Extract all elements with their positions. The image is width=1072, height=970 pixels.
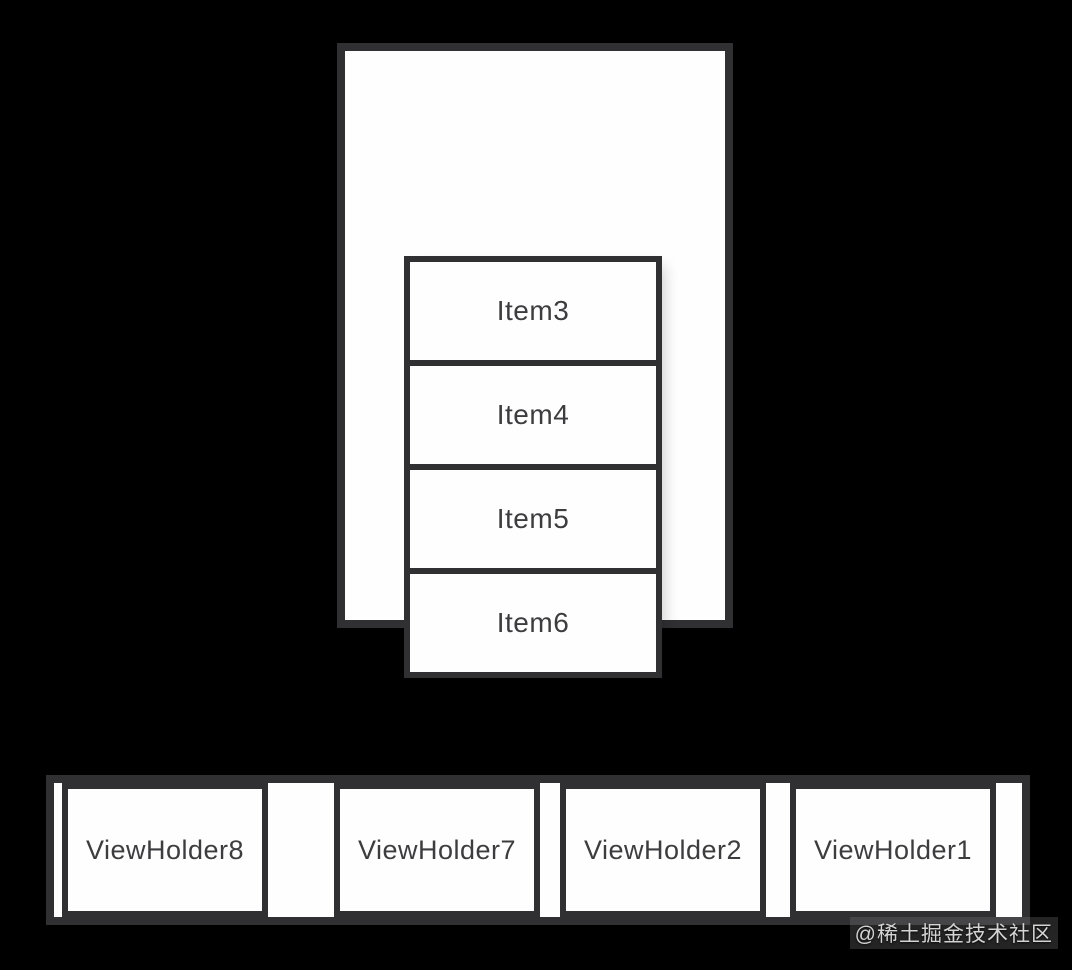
watermark: @稀土掘金技术社区 — [849, 917, 1058, 949]
list-item-5: Item5 — [410, 464, 656, 568]
list-item-6: Item6 — [410, 568, 656, 672]
viewholder-box-2: ViewHolder2 — [560, 783, 766, 917]
viewholder-label: ViewHolder1 — [813, 834, 973, 865]
list-item-label: Item5 — [496, 503, 570, 534]
list-item-label: Item4 — [496, 399, 570, 430]
list-item-4: Item4 — [410, 360, 656, 464]
viewholder-label: ViewHolder2 — [583, 834, 743, 865]
viewholder-box-1: ViewHolder1 — [790, 783, 996, 917]
list-item-label: Item3 — [496, 295, 570, 326]
item-list: Item3 Item4 Item5 Item6 — [404, 256, 662, 678]
list-item-label: Item6 — [496, 607, 570, 638]
recycle-pool-bar: ViewHolder8 ViewHolder7 ViewHolder2 View… — [46, 775, 1030, 925]
list-item-3: Item3 — [410, 262, 656, 360]
viewholder-label: ViewHolder8 — [85, 834, 245, 865]
viewholder-label: ViewHolder7 — [357, 834, 517, 865]
viewholder-box-8: ViewHolder8 — [62, 783, 268, 917]
viewholder-box-7: ViewHolder7 — [334, 783, 540, 917]
